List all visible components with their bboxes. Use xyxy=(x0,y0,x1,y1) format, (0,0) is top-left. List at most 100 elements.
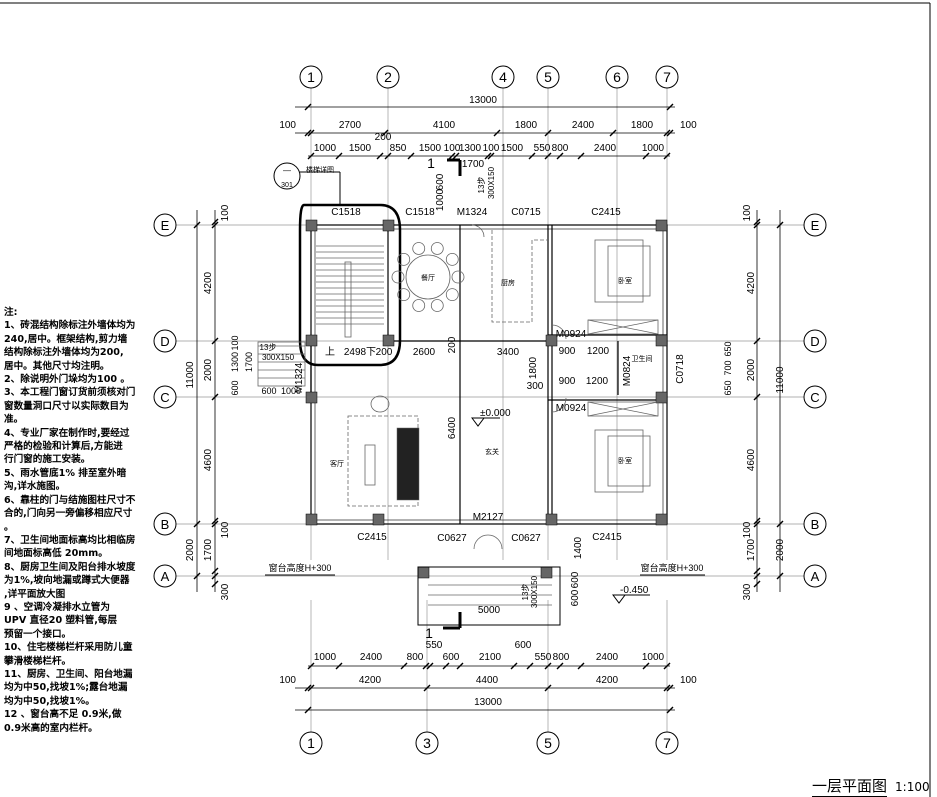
dining-chair xyxy=(445,288,459,302)
dimension-tick xyxy=(448,152,456,160)
dimension-tick xyxy=(663,152,671,160)
axis-label-top: 6 xyxy=(613,69,621,85)
column xyxy=(655,513,668,526)
dining-chair xyxy=(397,288,411,302)
column xyxy=(382,219,395,232)
dimension-tick xyxy=(753,517,761,525)
dim-left-outer: 11000 xyxy=(185,361,196,389)
dim-left-inner: 1700 xyxy=(203,538,214,561)
dimension-tick xyxy=(642,152,650,160)
dining-chair xyxy=(430,299,444,312)
dimension-tick xyxy=(423,684,431,692)
dimension-tick xyxy=(304,103,312,111)
opening-c0627_b: C0627 xyxy=(511,533,541,544)
dimension-tick xyxy=(666,129,674,137)
sill-height-note: 窗台高度H+300 xyxy=(269,562,332,573)
dimension-tick xyxy=(211,580,219,588)
room-label-bedroom_s: 卧室 xyxy=(618,456,632,465)
stair-detail-label: 楼梯详图 xyxy=(306,165,334,174)
dimension-tick xyxy=(663,662,671,670)
opening-m1324_top: M1324 xyxy=(457,207,488,218)
opening-c2415_se: C2415 xyxy=(592,532,622,543)
dim-right-inner: 100 xyxy=(742,521,753,538)
note-line: 合的,门向另一旁偏移相应尺寸 xyxy=(4,508,133,520)
axis-label-top: 2 xyxy=(384,69,392,85)
dimension-tick xyxy=(193,520,201,528)
dimension-tick xyxy=(407,152,415,160)
column xyxy=(545,513,558,526)
interior-dim-d3400: 3400 xyxy=(497,347,520,358)
dimension-tick xyxy=(376,152,384,160)
steps-count: 13步 xyxy=(477,177,486,194)
axis-label-top: 7 xyxy=(663,69,671,85)
note-line: 0.9米高的室内栏杆。 xyxy=(4,722,98,734)
door-swing xyxy=(551,397,567,413)
dimension-tick xyxy=(753,567,761,575)
dim-left-steps: 1700 xyxy=(244,352,254,372)
note-line: 。 xyxy=(4,521,14,533)
dim-left-inner: 300 xyxy=(220,583,231,600)
opening-c2415_n: C2415 xyxy=(591,207,621,218)
axis-bubble-bottom xyxy=(415,731,439,755)
dim-main-bottom: 100 xyxy=(680,675,697,686)
dimension-tick xyxy=(753,520,761,528)
dimension-tick xyxy=(753,580,761,588)
dimension-tick xyxy=(544,684,552,692)
dimension-tick xyxy=(776,221,784,229)
dimension-tick xyxy=(776,572,784,580)
note-line: 预留一个接口。 xyxy=(4,628,72,640)
opening-c0718: C0718 xyxy=(675,354,686,384)
dim-right-window: 650 xyxy=(723,380,733,395)
dim-porch: 5000 xyxy=(478,605,501,616)
bed xyxy=(594,429,644,493)
opening-m2127: M2127 xyxy=(473,512,504,523)
stair-highlight-outline xyxy=(298,203,402,367)
interior-dim-d1200b: 1200 xyxy=(586,376,609,387)
dimension-tick xyxy=(666,684,674,692)
axis-label-right: A xyxy=(811,569,820,584)
opening-c0715: C0715 xyxy=(511,207,541,218)
note-line: 6、靠柱的门与结施图柱尺寸不 xyxy=(4,494,136,506)
interior-dim-d2600: 2600 xyxy=(413,347,436,358)
axis-bubble-top xyxy=(605,65,629,89)
dimension-tick xyxy=(442,662,450,670)
axis-label-bottom: 1 xyxy=(307,735,315,751)
dim-sub-top: 100 xyxy=(444,143,461,154)
opening-c0627_a: C0627 xyxy=(437,533,467,544)
column xyxy=(382,334,395,347)
dim-main-top: 100 xyxy=(680,120,697,131)
axis-label-bottom: 7 xyxy=(663,735,671,751)
note-line: 严格的检验和计算后,方能进 xyxy=(4,441,123,453)
dim-left-steps: 600 xyxy=(261,386,276,396)
interior-dim-d1400: 1400 xyxy=(573,536,584,559)
dining-chair xyxy=(412,242,426,255)
column xyxy=(655,334,668,347)
dim-main-top: 1800 xyxy=(515,120,538,131)
dimension-tick xyxy=(609,129,617,137)
dim-main-bottom: 4200 xyxy=(596,675,619,686)
dimension-tick xyxy=(544,129,552,137)
opening-m0824: M0824 xyxy=(622,355,633,386)
section-mark-label: 1 xyxy=(427,155,435,171)
dimension-tick xyxy=(510,662,518,670)
detail-callout-circle xyxy=(273,162,301,190)
dining-chair xyxy=(397,252,411,266)
column xyxy=(305,391,318,404)
dimension-tick xyxy=(307,129,315,137)
interior-dim-d600a: 600 xyxy=(570,571,581,588)
dimension-tick xyxy=(422,662,430,670)
porch xyxy=(417,566,561,626)
interior-dim-stair_len: 2498 xyxy=(344,347,367,358)
dim-sub-top: 100 xyxy=(483,143,500,154)
dim-right-inner: 2000 xyxy=(746,358,757,381)
dimension-tick xyxy=(776,520,784,528)
dimension-tick xyxy=(487,152,495,160)
dimension-tick xyxy=(528,152,536,160)
column xyxy=(305,219,318,232)
dimension-tick xyxy=(307,684,315,692)
dim-sub-top: 1000 xyxy=(642,143,665,154)
axis-bubble-bottom xyxy=(299,731,323,755)
axis-bubble-top xyxy=(376,65,400,89)
room-label-foyer: 玄关 xyxy=(485,447,499,456)
